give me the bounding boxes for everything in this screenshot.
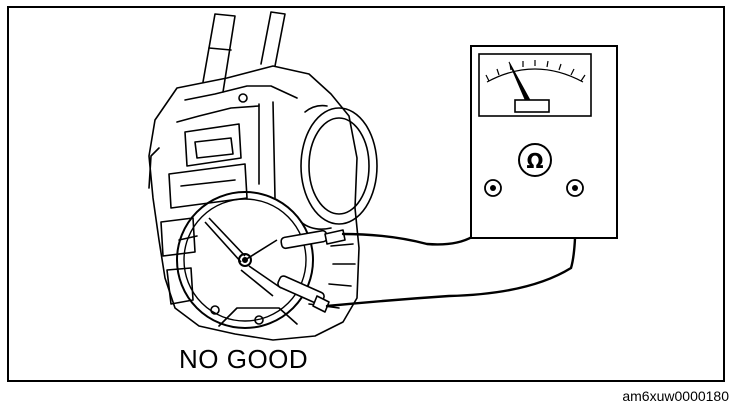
housing-outline — [148, 65, 360, 341]
meter-terminal-left — [484, 179, 502, 197]
meter-needle-pivot — [514, 99, 550, 113]
mounting-bracket — [202, 11, 286, 93]
terminal-highlight — [176, 191, 314, 329]
ohm-symbol: Ω — [526, 149, 543, 173]
meter-scale-ticks — [485, 60, 586, 82]
diagram-canvas: Ω — [148, 11, 618, 341]
test-probe-upper — [204, 217, 346, 263]
lead-wire-positive — [325, 188, 577, 308]
alternator-illustration — [148, 11, 378, 341]
result-label: NO GOOD — [179, 344, 309, 374]
meter-scale — [486, 68, 584, 83]
meter-terminal-right — [566, 179, 584, 197]
diagram-frame: Ω NO GOOD — [7, 6, 725, 382]
test-probe-lower — [240, 265, 330, 313]
figure-code: am6xuw0000180 — [622, 388, 729, 404]
ohmmeter-icon: Ω — [470, 45, 618, 239]
ohm-symbol-ring — [518, 143, 552, 177]
